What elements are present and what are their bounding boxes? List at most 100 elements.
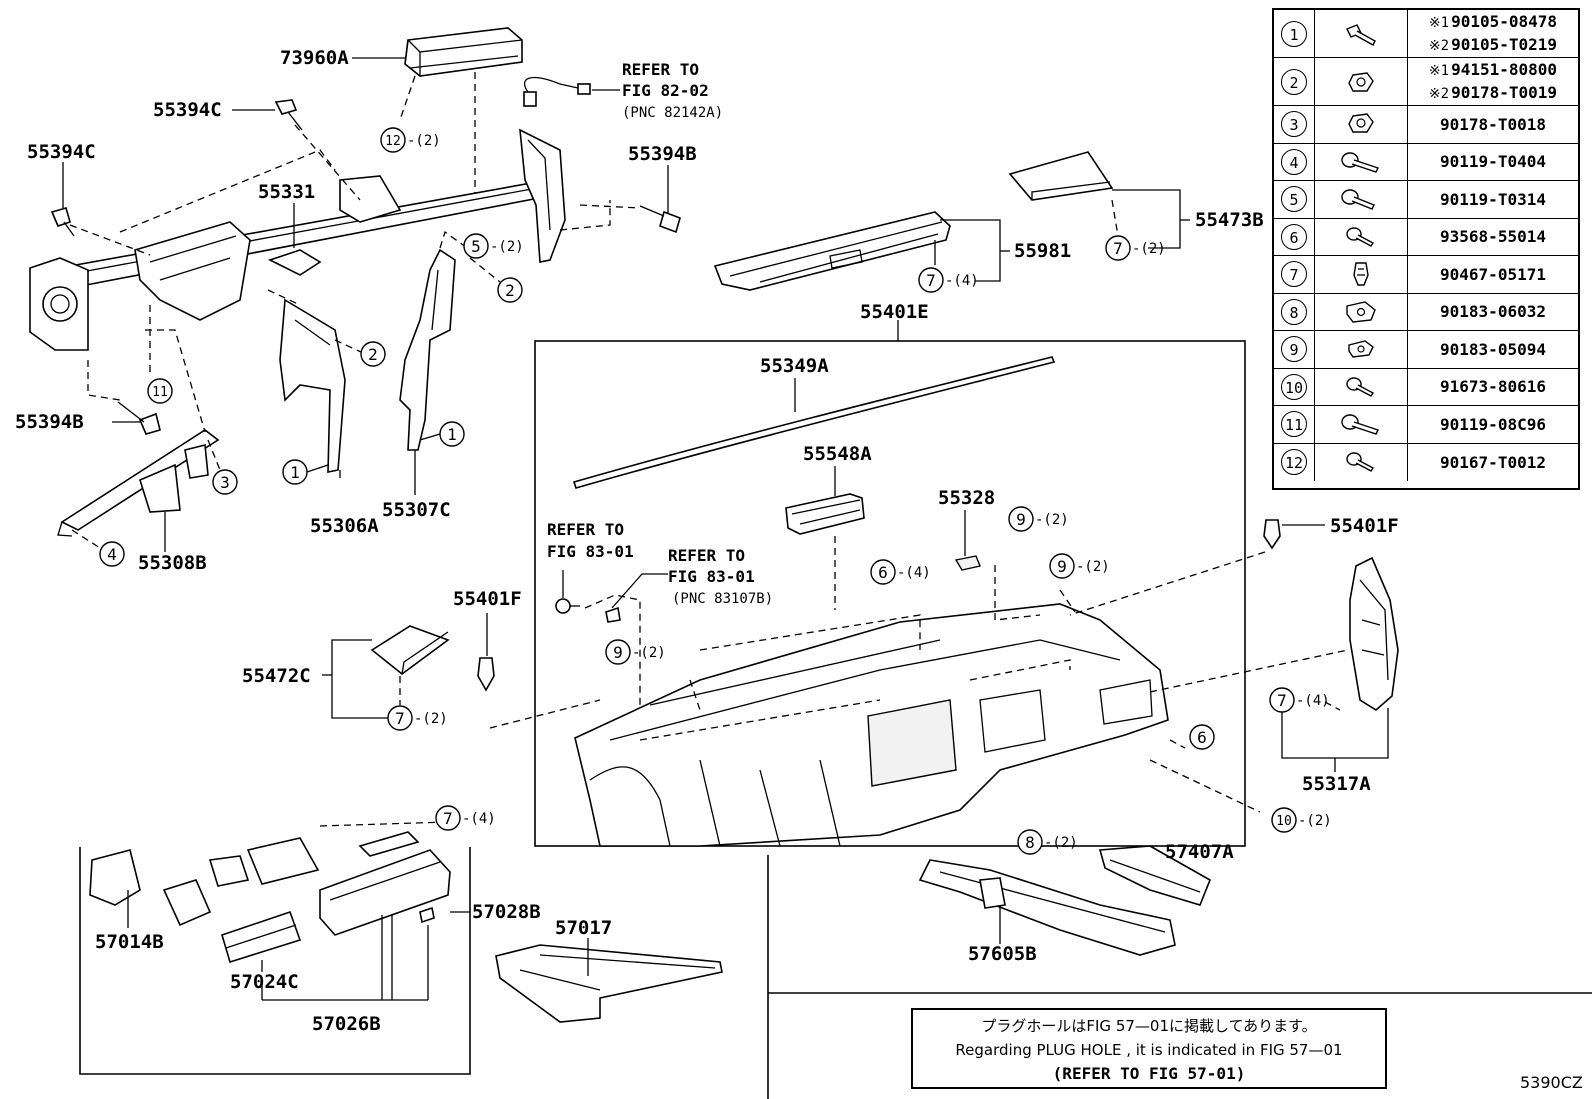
label-55401F-left: 55401F (453, 588, 522, 610)
label-57014B: 57014B (95, 931, 164, 953)
legend-row: 6 93568-55014 (1274, 218, 1578, 256)
bolt-washer-icon (1315, 406, 1408, 443)
svg-text:6: 6 (1197, 728, 1207, 747)
legend-number: 1 (1281, 20, 1307, 47)
svg-text:9: 9 (1016, 510, 1026, 529)
label-55307C: 55307C (382, 499, 451, 521)
part-55317A-side-panel-shape (1349, 556, 1399, 711)
legend-row: 4 90119-T0404 (1274, 143, 1578, 181)
legend-row: 10 91673-80616 (1274, 368, 1578, 406)
callout-6-right: 6 (1189, 724, 1215, 750)
label-57028B: 57028B (472, 901, 541, 923)
figure-code: 5390CZ (1520, 1073, 1583, 1092)
legend-row: 7 90467-05171 (1274, 256, 1578, 294)
part-57024C-shape (221, 910, 302, 964)
callout-7-55473B: 7 -(2) (1105, 235, 1166, 261)
svg-text:-(4): -(4) (945, 273, 979, 289)
svg-text:9: 9 (1057, 557, 1067, 576)
legend-row: 3 90178-T0018 (1274, 106, 1578, 144)
svg-text:6: 6 (878, 563, 888, 582)
legend-mark: ※2 (1428, 37, 1450, 54)
svg-text:8: 8 (1025, 833, 1035, 852)
bolt-55394B-right-shape (639, 205, 681, 234)
part-55331-reinforcement-shape (29, 128, 566, 351)
label-57026B: 57026B (312, 1013, 381, 1035)
svg-text:1: 1 (447, 425, 457, 444)
callout-6-left: 6 -(4) (870, 559, 931, 585)
callout-5: 5 -(2) (463, 233, 524, 259)
flange-nut-icon (1315, 106, 1408, 143)
part-55401E-panel-shape (574, 603, 1169, 847)
refer-83-01-bracket-shape (605, 606, 621, 623)
legend-number: 2 (1281, 68, 1307, 95)
legend-part-number: 91673-80616 (1440, 377, 1546, 397)
part-57407A-shape (1098, 845, 1212, 906)
callout-2-lower: 2 (360, 341, 386, 367)
clip-55401F-right-shape (1263, 519, 1281, 550)
refer-fig-82-02-pnc: (PNC 82142A) (622, 105, 723, 121)
svg-text:2: 2 (368, 345, 378, 364)
screw-icon (1315, 368, 1408, 405)
label-55328: 55328 (938, 487, 995, 509)
note-english: Regarding PLUG HOLE , it is indicated in… (955, 1041, 1343, 1059)
callout-3: 3 (212, 469, 238, 495)
connector-wire-shape (523, 76, 591, 107)
callout-1-left: 1 (282, 459, 308, 485)
svg-text:-(2): -(2) (1298, 813, 1332, 829)
part-55349A-strip-shape (572, 356, 1056, 489)
legend-part-number: 90167-T0012 (1440, 452, 1546, 472)
label-55331: 55331 (258, 181, 315, 203)
legend-part-number: 90105-T0219 (1451, 34, 1558, 54)
legend-row: 5 90119-T0314 (1274, 181, 1578, 219)
label-55548A: 55548A (803, 443, 872, 465)
svg-text:10: 10 (1276, 814, 1292, 829)
part-55473B-cover-shape (1008, 151, 1114, 201)
callout-9-top: 9 -(2) (1008, 506, 1069, 532)
callout-7-55472C: 7 -(2) (387, 705, 448, 731)
legend-number: 3 (1281, 111, 1307, 138)
svg-text:1: 1 (290, 463, 300, 482)
legend-number: 8 (1281, 298, 1307, 325)
svg-text:-(4): -(4) (897, 565, 931, 581)
svg-text:7: 7 (443, 809, 453, 828)
svg-text:-(4): -(4) (462, 811, 496, 827)
refer-fig-83-01-a-line1: REFER TO (547, 520, 624, 539)
svg-text:3: 3 (220, 473, 230, 492)
callout-9-mid: 9 -(2) (1049, 553, 1110, 579)
callout-10: 10 -(2) (1271, 807, 1332, 833)
part-55981-panel-shape (713, 211, 951, 291)
flange-bolt-icon (1315, 10, 1408, 57)
part-55306A-brace-shape (279, 298, 346, 473)
label-57024C: 57024C (230, 971, 299, 993)
svg-text:7: 7 (1113, 239, 1123, 258)
part-57014B-shape (89, 837, 320, 927)
legend-part-number: 90183-06032 (1440, 302, 1546, 322)
legend-mark: ※1 (1428, 62, 1450, 79)
refer-fig-83-01-b-pnc: (PNC 83107B) (672, 591, 773, 607)
legend-mark: ※1 (1428, 14, 1450, 31)
svg-text:-(4): -(4) (1296, 693, 1330, 709)
callout-9-left: 9 -(2) (605, 639, 666, 665)
part-57605B-shape (918, 859, 1176, 956)
legend-part-number: 90105-08478 (1451, 11, 1558, 31)
bolt-washer-icon (1315, 181, 1408, 218)
callout-2-upper: 2 (497, 277, 523, 303)
label-55349A: 55349A (760, 355, 829, 377)
inset-frame-left (79, 847, 471, 1075)
callout-1-right: 1 (439, 421, 465, 447)
label-55401F-right: 55401F (1330, 515, 1399, 537)
legend-number: 6 (1281, 223, 1307, 250)
bolt-55394B-left-shape (117, 401, 161, 435)
legend-part-number: 90119-T0404 (1440, 152, 1546, 172)
svg-text:11: 11 (152, 385, 168, 400)
legend-number: 11 (1281, 411, 1307, 438)
legend-mark: ※2 (1428, 85, 1450, 102)
svg-text:4: 4 (107, 545, 117, 564)
legend-part-number: 94151-80800 (1451, 59, 1558, 79)
part-73960A-shape (404, 27, 523, 77)
legend-row: 9 90183-05094 (1274, 331, 1578, 369)
refer-fig-82-02-line2: FIG 82-02 (622, 81, 709, 100)
part-55307C-brace-shape (399, 248, 456, 451)
legend-number: 4 (1281, 148, 1307, 175)
